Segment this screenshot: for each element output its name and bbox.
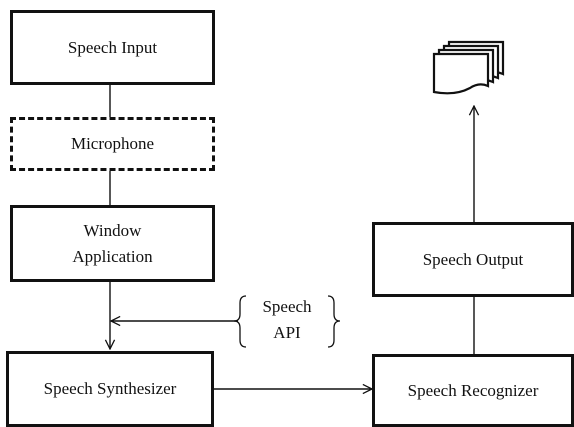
- api-left-brace: [233, 295, 247, 348]
- speech-synthesizer-box: Speech Synthesizer: [6, 351, 214, 427]
- speech-api-label: Speech API: [262, 297, 312, 342]
- microphone-box: Microphone: [10, 117, 215, 171]
- speech-recognizer-box: Speech Recognizer: [372, 354, 574, 427]
- document-stack-icon: [432, 40, 505, 95]
- window-application-box: Window Application: [10, 205, 215, 282]
- speech-output-box: Speech Output: [372, 222, 574, 297]
- speech-input-box: Speech Input: [10, 10, 215, 85]
- api-right-brace: [327, 295, 341, 348]
